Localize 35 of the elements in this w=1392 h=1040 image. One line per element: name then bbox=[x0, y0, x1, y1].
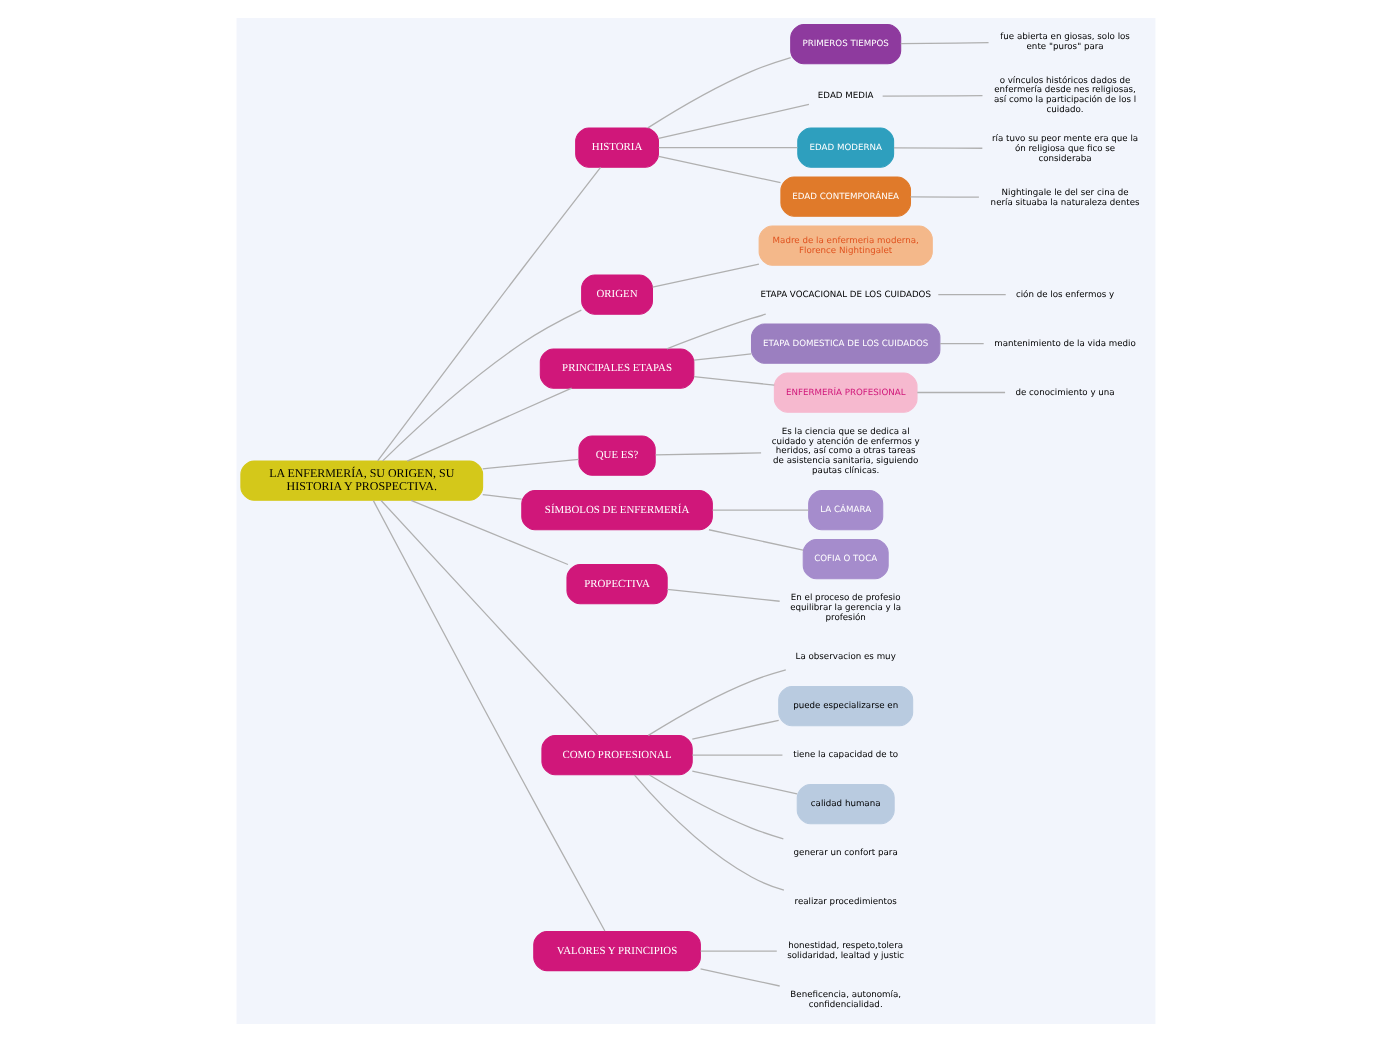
connector bbox=[633, 773, 785, 890]
connector bbox=[382, 308, 582, 461]
connector bbox=[909, 195, 980, 197]
connector bbox=[939, 341, 985, 344]
connector bbox=[691, 753, 784, 755]
connector bbox=[654, 451, 762, 455]
connector bbox=[699, 967, 781, 986]
connector bbox=[666, 312, 767, 349]
connector bbox=[699, 949, 778, 951]
connector bbox=[658, 145, 799, 148]
connector bbox=[648, 773, 784, 839]
connector bbox=[410, 498, 569, 565]
connector bbox=[372, 499, 606, 931]
connector bbox=[482, 457, 580, 469]
connector bbox=[666, 587, 781, 601]
connector bbox=[882, 94, 984, 96]
connector bbox=[658, 102, 810, 139]
connector bbox=[691, 718, 780, 739]
connector bbox=[658, 154, 782, 183]
connector bbox=[708, 528, 804, 550]
connector bbox=[711, 508, 810, 510]
connector bbox=[377, 165, 602, 461]
connector bbox=[937, 292, 1007, 295]
connector bbox=[651, 262, 760, 287]
connector bbox=[647, 668, 787, 736]
connector bbox=[916, 390, 1006, 393]
connector bbox=[693, 352, 752, 360]
connector bbox=[691, 769, 798, 794]
connector bbox=[900, 41, 990, 44]
connector bbox=[380, 498, 599, 735]
connector bbox=[482, 493, 523, 499]
connector bbox=[647, 55, 792, 128]
connector bbox=[406, 386, 573, 461]
connector bbox=[693, 374, 775, 385]
connector bbox=[893, 146, 983, 148]
